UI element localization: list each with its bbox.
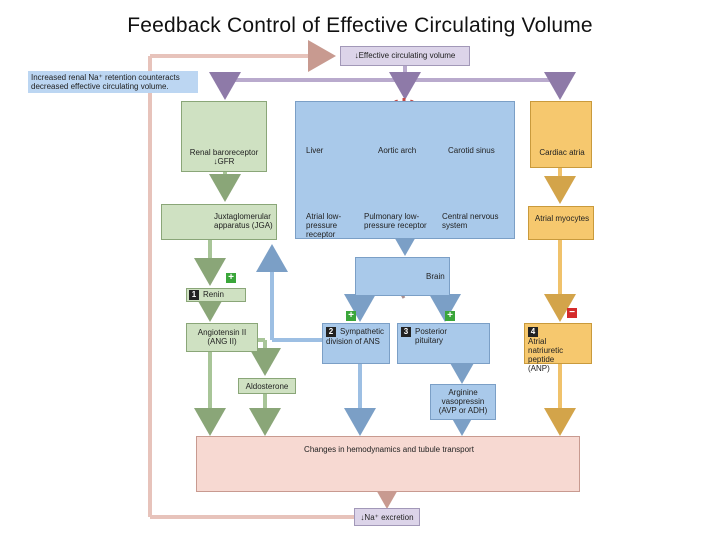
step-1-badge: 1 <box>189 290 199 300</box>
renin-stimulate-sign: + <box>226 273 236 283</box>
changes-box: Changes in hemodynamics and tubule trans… <box>196 436 580 492</box>
anp-inhibit-sign: − <box>567 308 577 318</box>
avp-box: Arginine vasopressin (AVP or ADH) <box>430 384 496 420</box>
aldosterone-label: Aldosterone <box>245 382 289 391</box>
renin-label: Renin <box>203 290 224 299</box>
na-excretion-label: ↓Na⁺ excretion <box>360 513 414 522</box>
posterior-pituitary-box: 3 Posterior pituitary <box>397 323 490 364</box>
side-note: Increased renal Na⁺ retention counteract… <box>28 71 198 93</box>
effective-volume-box: ↓Effective circulating volume <box>340 46 470 66</box>
neural-pathway-arrows <box>256 228 478 436</box>
angiotensin-box: Angiotensin II (ANG II) <box>186 323 258 352</box>
step-3-badge: 3 <box>401 327 411 337</box>
anp-box: 4Atrial natriuretic peptide (ANP) <box>524 323 592 373</box>
anp-label: Atrial natriuretic peptide (ANP) <box>528 337 564 373</box>
top-distribution-arrows <box>209 66 576 100</box>
posterior-pituitary-label: Posterior pituitary <box>415 327 448 345</box>
sympathetic-label: Sympathetic division of ANS <box>326 327 385 346</box>
atrial-myocytes-box: Atrial myocytes <box>528 206 594 240</box>
brain-label: Brain <box>426 272 445 281</box>
renal-pathway-arrows <box>194 172 281 436</box>
page-title: Feedback Control of Effective Circulatin… <box>127 14 593 37</box>
atrial-myocytes-label: Atrial myocytes <box>534 214 590 223</box>
jga-box: Juxtaglomerular apparatus (JGA) <box>161 204 277 240</box>
atrial-low-pressure-label: Atrial low-pressure receptor <box>306 212 342 239</box>
angiotensin-label: Angiotensin II (ANG II) <box>197 328 247 346</box>
pulmonary-low-pressure-label: Pulmonary low-pressure receptor <box>364 212 427 230</box>
changes-label: Changes in hemodynamics and tubule trans… <box>304 445 474 454</box>
feedback-loop <box>148 40 354 519</box>
aortic-arch-label: Aortic arch <box>378 146 417 155</box>
aldosterone-box: Aldosterone <box>238 378 296 394</box>
cardiac-atria-box: Cardiac atria <box>530 101 592 168</box>
pituitary-stimulate-sign: + <box>445 311 455 321</box>
cns-label: Central nervous system <box>442 212 499 230</box>
liver-label: Liver <box>306 146 324 155</box>
renin-box: 1 Renin <box>186 288 246 302</box>
carotid-sinus-label: Carotid sinus <box>448 146 495 155</box>
jga-label: Juxtaglomerular apparatus (JGA) <box>214 212 273 230</box>
brain-box: Brain <box>355 257 450 296</box>
step-2-badge: 2 <box>326 327 336 337</box>
na-excretion-box: ↓Na⁺ excretion <box>354 508 420 526</box>
effective-volume-label: ↓Effective circulating volume <box>354 51 456 60</box>
renal-baroreceptor-label: Renal baroreceptor ↓GFR <box>189 148 259 166</box>
sensor-panel: Liver Aortic arch Carotid sinus Atrial l… <box>295 101 515 239</box>
sympathetic-stimulate-sign: + <box>346 311 356 321</box>
cardiac-atria-label: Cardiac atria <box>539 148 585 157</box>
step-4-badge: 4 <box>528 327 538 337</box>
avp-label: Arginine vasopressin (AVP or ADH) <box>438 388 488 415</box>
renal-baroreceptor-box: Renal baroreceptor ↓GFR <box>181 101 267 172</box>
